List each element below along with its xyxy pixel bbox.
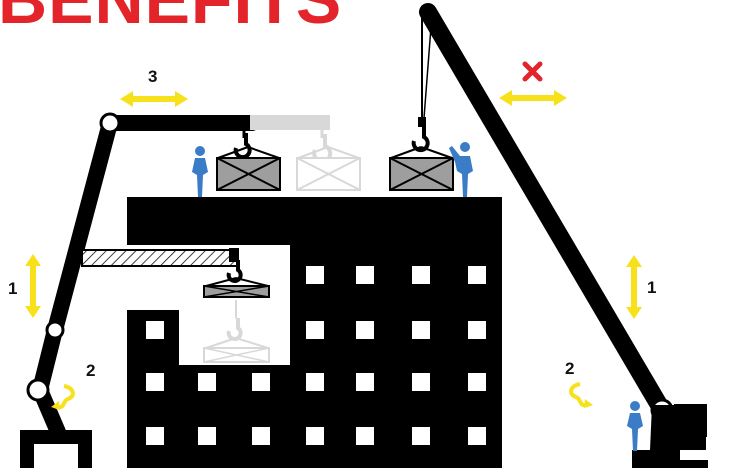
crate <box>216 146 281 191</box>
person-icon <box>449 142 473 197</box>
hook-icon <box>226 260 243 283</box>
label-left-horizontal: 3 <box>148 67 157 86</box>
person-icon <box>192 146 208 197</box>
hook-icon <box>226 318 243 341</box>
building <box>127 197 502 468</box>
joint-icon <box>26 378 50 402</box>
label-right-vertical: 1 <box>647 278 656 297</box>
building-windows <box>146 266 486 445</box>
crate <box>389 146 454 191</box>
hook-icon <box>411 126 430 153</box>
boom-extension-ghost <box>250 115 330 130</box>
jib-crane <box>411 3 708 468</box>
right-crane-boom <box>419 3 671 419</box>
crate-ghost <box>296 146 361 191</box>
double-arrow-icon <box>626 255 642 319</box>
double-arrow-icon <box>499 90 567 106</box>
left-crane-base <box>20 430 92 468</box>
indoor-crane <box>81 248 270 363</box>
hatched-boom <box>81 249 238 267</box>
joint-icon <box>99 112 121 134</box>
double-arrow-icon <box>120 91 188 107</box>
label-right-rotation: 2 <box>565 359 574 378</box>
knuckle-boom-crane <box>20 112 333 468</box>
page-title: BENEFITS <box>0 0 343 38</box>
label-left-vertical: 1 <box>8 279 17 298</box>
person-icon <box>627 401 643 451</box>
rotation-arrow-icon <box>51 384 75 410</box>
double-arrow-icon <box>25 254 41 318</box>
joint-icon <box>45 320 65 340</box>
cross-mark-icon <box>522 61 543 82</box>
rotation-arrow-icon <box>569 382 593 408</box>
label-left-rotation: 2 <box>86 361 95 380</box>
